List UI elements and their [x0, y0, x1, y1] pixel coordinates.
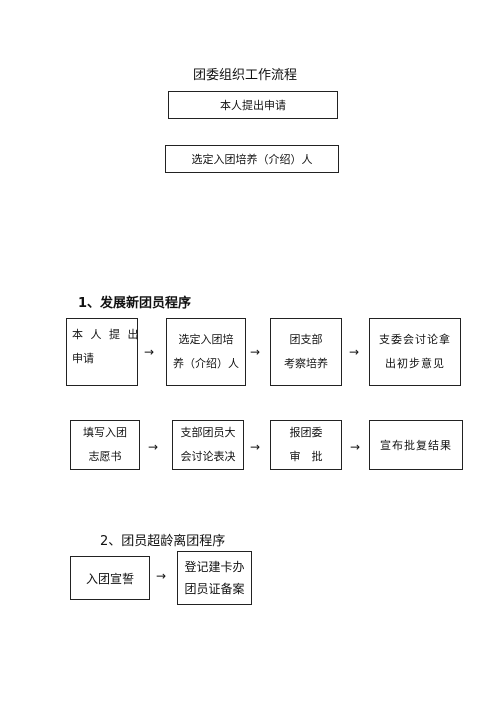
step-apply-line1: 本 人 提 出: [72, 328, 141, 341]
step-announce-result: 宣布批复结果: [369, 420, 463, 470]
step-apply: 本 人 提 出 申请: [66, 318, 141, 386]
top-box-introducer: 选定入团培养（介绍）人: [165, 145, 339, 173]
step-committee-opinion: 支委会讨论拿 出初步意见: [369, 318, 461, 386]
step-application-form-line2: 志愿书: [88, 450, 122, 463]
step-league-approval-line1: 报团委: [289, 426, 323, 439]
top-box-apply: 本人提出申请: [168, 91, 338, 119]
arrow-icon: →: [349, 345, 360, 359]
step-league-approval-line2: 审 批: [289, 450, 323, 463]
section2-heading: 2、团员超龄离团程序: [100, 534, 226, 549]
step-introducer: 选定入团培 养（介绍）人: [166, 318, 246, 386]
step-league-approval: 报团委 审 批: [270, 420, 342, 470]
arrow-icon: →: [250, 345, 261, 359]
step-branch-review: 团支部 考察培养: [270, 318, 342, 386]
arrow-icon: →: [148, 440, 159, 454]
arrow-icon: →: [350, 440, 361, 454]
section1-heading: 1、发展新团员程序: [78, 296, 192, 311]
step-committee-opinion-line2: 出初步意见: [385, 357, 445, 370]
step-apply-line2: 申请: [72, 352, 94, 365]
step-introducer-line1: 选定入团培: [178, 333, 234, 346]
step-oath-label: 入团宣誓: [85, 571, 134, 586]
page-title: 团委组织工作流程: [193, 68, 298, 83]
step-branch-review-line2: 考察培养: [284, 357, 328, 370]
step-application-form: 填写入团 志愿书: [70, 420, 140, 470]
step-member-vote-line1: 支部团员大: [180, 426, 236, 439]
step-application-form-line1: 填写入团: [83, 426, 127, 439]
step-committee-opinion-line1: 支委会讨论拿: [379, 333, 451, 346]
step-register-card-line2: 团员证备案: [184, 582, 245, 596]
step-branch-review-line1: 团支部: [289, 333, 323, 346]
arrow-icon: →: [144, 345, 155, 359]
top-box-introducer-label: 选定入团培养（介绍）人: [191, 153, 313, 166]
step-register-card: 登记建卡办 团员证备案: [177, 551, 252, 605]
step-register-card-line1: 登记建卡办: [184, 560, 245, 574]
arrow-icon: →: [156, 569, 167, 583]
step-announce-result-line1: 宣布批复结果: [380, 439, 452, 452]
top-box-apply-label: 本人提出申请: [220, 99, 286, 112]
step-oath: 入团宣誓: [70, 556, 150, 600]
step-member-vote-line2: 会讨论表决: [180, 450, 236, 463]
arrow-icon: →: [250, 440, 261, 454]
step-introducer-line2: 养（介绍）人: [173, 357, 239, 370]
step-member-vote: 支部团员大 会讨论表决: [172, 420, 244, 470]
